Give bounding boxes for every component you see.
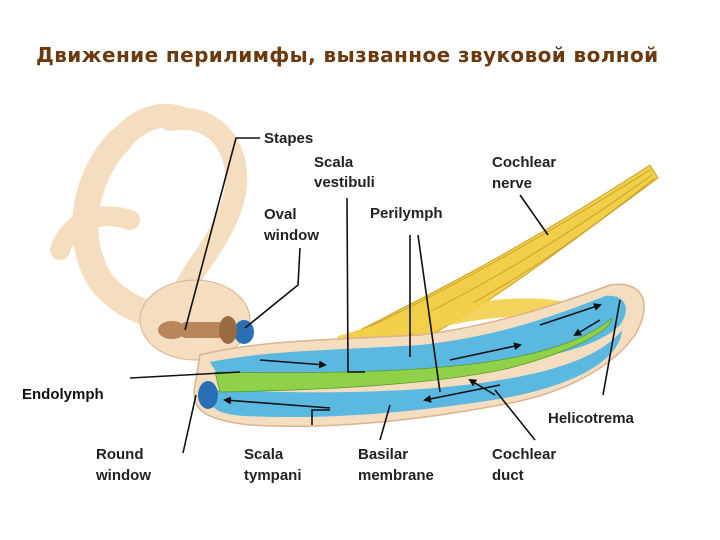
- scala-tympani-region: [210, 330, 623, 418]
- label-scala-tympani-1: Scala: [244, 446, 284, 463]
- label-basilar-membrane-1: Basilar: [358, 446, 408, 463]
- label-cochlear-duct-1: Cochlear: [492, 446, 556, 463]
- label-stapes: Stapes: [264, 130, 313, 147]
- oval-window-shape: [234, 320, 254, 344]
- label-helicotrema: Helicotrema: [548, 410, 635, 427]
- page-title: Движение перилимфы, вызванное звуковой в…: [36, 43, 659, 67]
- cochlear-duct-region: [214, 316, 613, 393]
- round-window-shape: [198, 381, 218, 409]
- cochlear-nerve: [328, 164, 659, 354]
- label-oval-window-1: Oval: [264, 206, 297, 223]
- label-scala-vestibuli-1: Scala: [314, 154, 354, 171]
- label-oval-window-2: window: [263, 227, 319, 244]
- stapes-bone: [158, 316, 237, 344]
- label-cochlear-nerve-2: nerve: [492, 175, 532, 192]
- label-scala-vestibuli-2: vestibuli: [314, 174, 375, 191]
- label-round-window-1: Round: [96, 446, 143, 463]
- flow-arrows: [223, 303, 602, 409]
- label-cochlear-duct-2: duct: [492, 467, 524, 484]
- label-endolymph: Endolymph: [22, 386, 104, 403]
- label-round-window-2: window: [95, 467, 151, 484]
- label-basilar-membrane-2: membrane: [358, 467, 434, 484]
- leader-lines: [129, 137, 621, 454]
- label-scala-tympani-2: tympani: [244, 467, 302, 484]
- label-perilymph: Perilymph: [370, 205, 443, 222]
- label-cochlear-nerve-1: Cochlear: [492, 154, 556, 171]
